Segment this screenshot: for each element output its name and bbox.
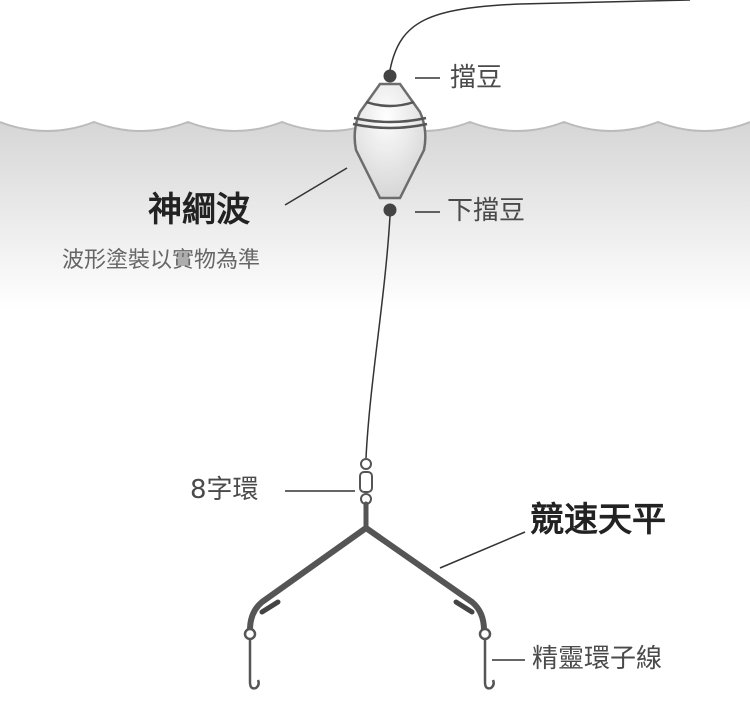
water (0, 122, 750, 310)
label-float-note: 波形塗裝以實物為準 (62, 248, 261, 273)
leader-lines (284, 77, 526, 661)
balance-arm (247, 501, 487, 633)
label-stopper: 擋豆 (450, 63, 503, 93)
label-leader: 精靈環子線 (532, 644, 663, 674)
stopper-bottom-icon (383, 203, 397, 217)
label-lower-stopper: 下擋豆 (447, 196, 526, 226)
main-line (389, 0, 691, 71)
label-balance: 競速天平 (530, 500, 666, 540)
hooks (243, 627, 495, 690)
label-swivel: 8字環 (190, 475, 259, 505)
line-to-swivel (365, 215, 391, 459)
label-float-name: 神綱波 (148, 190, 250, 230)
stopper-top-icon (383, 69, 397, 83)
swivel (359, 458, 373, 505)
float (352, 82, 428, 200)
